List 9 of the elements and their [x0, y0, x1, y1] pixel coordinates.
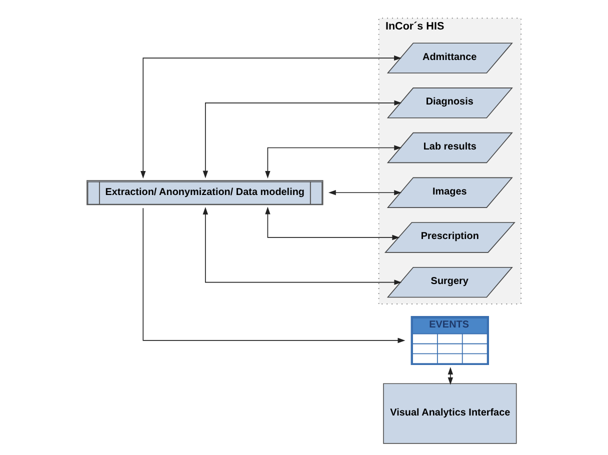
arrow: [265, 206, 400, 240]
arrow: [328, 190, 402, 196]
arrow: [265, 145, 402, 178]
arrow: [202, 206, 402, 285]
arrow: [140, 55, 402, 178]
arrow: [448, 367, 454, 385]
node-box: Visual Analytics Interface: [383, 383, 517, 444]
arrow: [202, 100, 402, 178]
arrow: [142, 208, 406, 344]
